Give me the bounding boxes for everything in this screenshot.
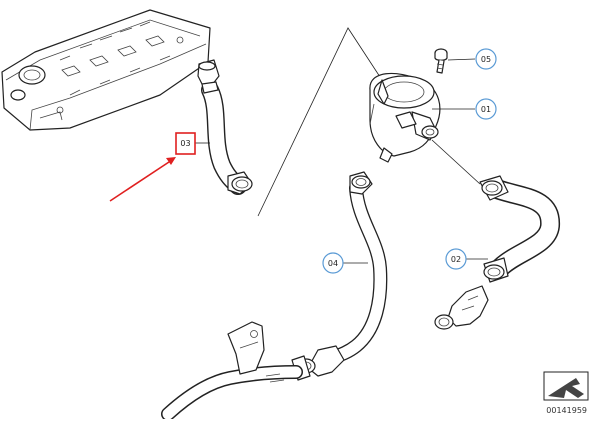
hose-02-drawing [434,175,560,330]
section-divider-line [257,27,383,217]
leader-lines [195,58,488,264]
red-arrow-indicator [109,132,196,202]
valve-cover-drawing [1,9,211,131]
oil-separator-drawing [369,72,441,163]
callout-05[interactable]: 05 [475,48,497,70]
callout-01[interactable]: 01 [475,98,497,120]
bolt-drawing [434,48,448,74]
callout-label: 01 [481,105,491,114]
hose-03-drawing [197,59,253,195]
callout-label: 03 [180,139,190,148]
callout-label: 04 [328,259,338,268]
callout-04[interactable]: 04 [322,252,344,274]
corner-arrow-icon [543,371,589,401]
hose-04-drawing [291,171,388,381]
callout-03[interactable]: 03 [180,139,190,148]
callout-label: 02 [451,255,461,264]
lower-pipe-drawing [161,321,303,421]
callout-label: 05 [481,55,491,64]
callout-02[interactable]: 02 [445,248,467,270]
diagram-number: 00141959 [546,406,587,415]
